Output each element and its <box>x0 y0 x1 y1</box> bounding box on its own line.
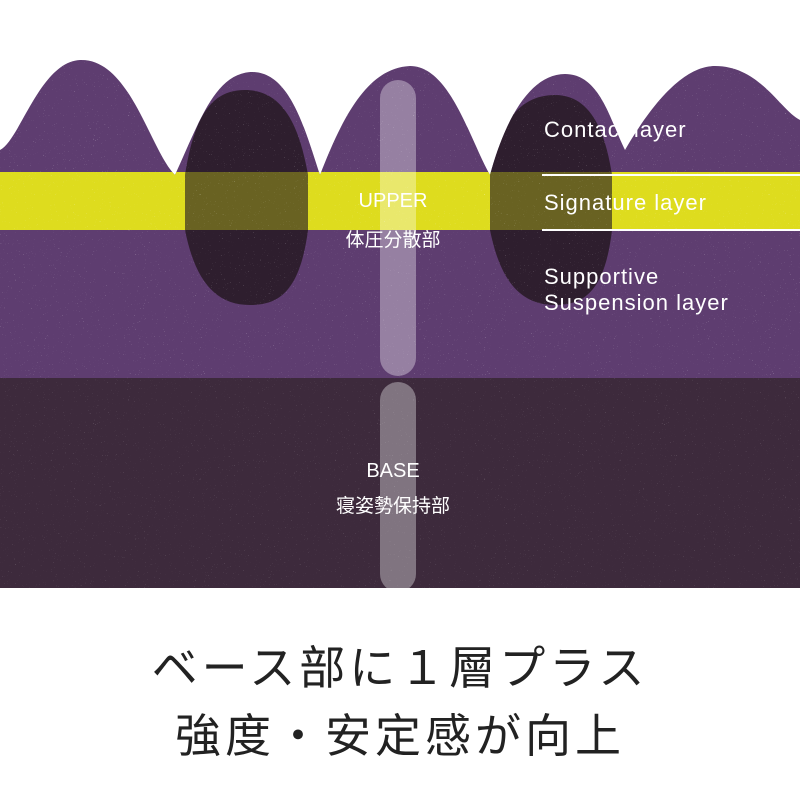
upper-indicator-bar <box>380 80 416 376</box>
base-subtitle: 寝姿勢保持部 <box>335 496 450 517</box>
base-indicator-bar <box>380 382 416 590</box>
signature-layer-label: Signature layer <box>544 190 707 215</box>
divider <box>542 229 800 231</box>
upper-subtitle: 体圧分散部 <box>345 230 441 251</box>
supportive-layer-label-2: Suspension layer <box>544 290 729 315</box>
caption-line-2: 強度・安定感が向上 <box>175 709 625 763</box>
base-title: BASE <box>366 460 420 482</box>
supportive-layer-label-1: Supportive <box>544 264 660 289</box>
upper-title: UPPER <box>358 190 428 212</box>
foam-illustration <box>0 59 800 590</box>
contact-layer-label: Contact layer <box>544 117 687 142</box>
divider <box>542 174 800 176</box>
caption-line-1: ベース部に１層プラス <box>151 641 649 695</box>
